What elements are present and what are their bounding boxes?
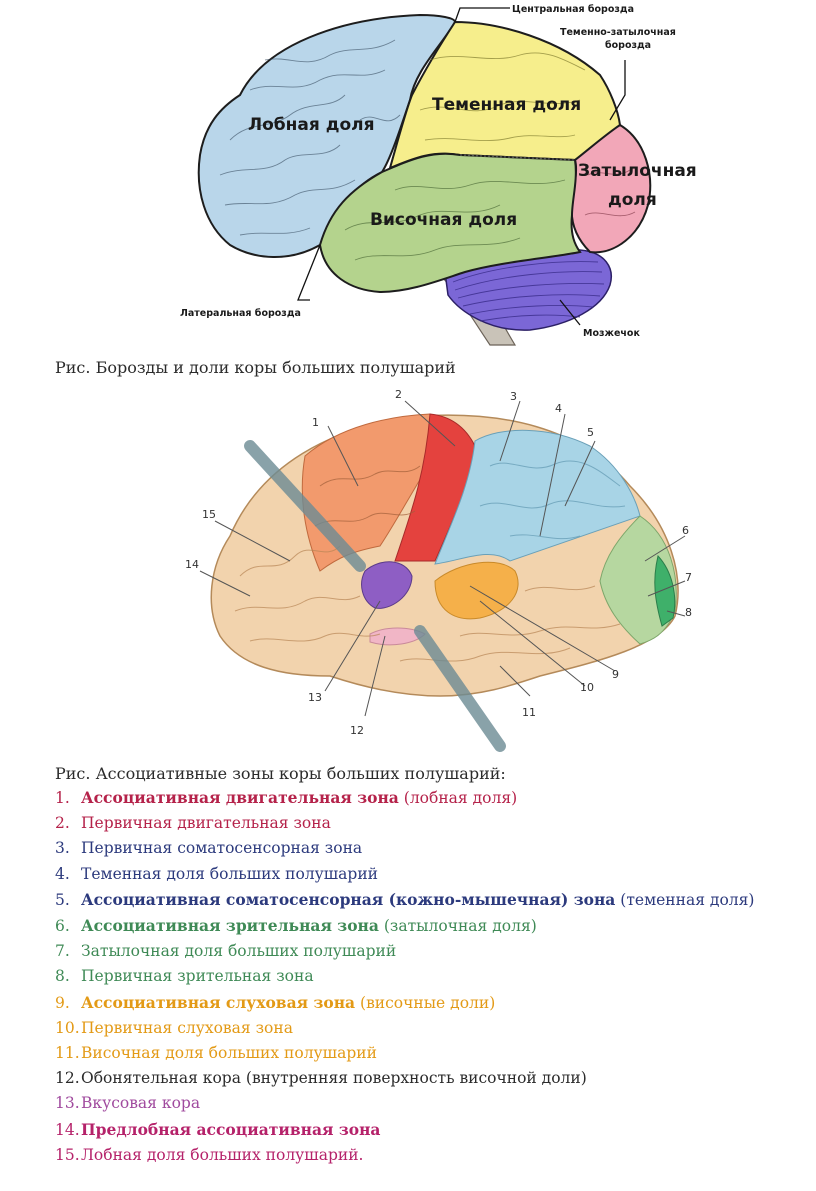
zone-number-6: 6 xyxy=(682,524,689,537)
parietal-lobe-label: Теменная доля xyxy=(432,95,581,115)
temporal-lobe-label: Височная доля xyxy=(370,210,517,230)
occipital-lobe-label: Затылочная xyxy=(578,161,697,181)
legend-item-5: 5.Ассоциативная соматосенсорная (кожно-м… xyxy=(55,889,755,909)
legend-item-9: 9.Ассоциативная слуховая зона (височные … xyxy=(55,992,496,1012)
legend-item-7: 7.Затылочная доля больших полушарий xyxy=(55,942,397,961)
zone-number-12: 12 xyxy=(350,724,364,737)
occipital-lobe-label-2: доля xyxy=(608,190,657,210)
central-sulcus-label: Центральная борозда xyxy=(512,4,634,15)
temporal-lobe-region xyxy=(318,152,582,294)
legend-item-2: 2.Первичная двигательная зона xyxy=(55,814,331,833)
legend-item-6: 6.Ассоциативная зрительная зона (затылоч… xyxy=(55,916,537,936)
legend-item-4: 4.Теменная доля больших полушарий xyxy=(55,864,378,883)
zone-number-10: 10 xyxy=(580,681,594,694)
zone-number-5: 5 xyxy=(587,426,594,439)
legend-item-11: 11.Височная доля больших полушарий xyxy=(55,1044,377,1063)
zone-6-associative-visual xyxy=(599,515,677,645)
zone-number-8: 8 xyxy=(685,606,692,619)
legend-item-13: 13.Вкусовая кора xyxy=(55,1094,201,1113)
legend-item-10: 10.Первичная слуховая зона xyxy=(55,1018,293,1037)
lateral-sulcus-label: Латеральная борозда xyxy=(180,308,301,319)
legend-item-1: 1.Ассоциативная двигательная зона (лобна… xyxy=(55,788,518,807)
zone-13-taste xyxy=(361,561,413,609)
legend-item-8: 8.Первичная зрительная зона xyxy=(55,967,314,986)
zone-number-4: 4 xyxy=(555,402,562,415)
brain-lobes-diagram: Центральная борозда Теменно-затылочная б… xyxy=(180,4,697,346)
zone-number-9: 9 xyxy=(612,668,619,681)
brain-zones-diagram: 1 2 3 4 5 6 7 8 9 10 11 12 13 14 15 xyxy=(185,388,692,752)
figure1-caption: Рис. Борозды и доли коры больших полушар… xyxy=(55,358,456,377)
parietal-temporal-boundary xyxy=(459,154,576,161)
parieto-occipital-sulcus-label-2: борозда xyxy=(605,40,651,51)
zone-number-1: 1 xyxy=(312,416,319,429)
zone-8-primary-visual xyxy=(654,554,676,627)
zones-legend: 1.Ассоциативная двигательная зона (лобна… xyxy=(55,785,795,1168)
zone-number-2: 2 xyxy=(395,388,402,401)
zone-number-11: 11 xyxy=(522,706,536,719)
zone-number-13: 13 xyxy=(308,691,322,704)
zone-number-3: 3 xyxy=(510,390,517,403)
parieto-occipital-sulcus-label: Теменно-затылочная xyxy=(560,27,676,38)
legend-item-3: 3.Первичная соматосенсорная зона xyxy=(55,839,363,858)
zone-3-primary-somatosensory xyxy=(434,429,641,565)
probe-rod-upper xyxy=(244,440,366,572)
figure2-caption: Рис. Ассоциативные зоны коры больших пол… xyxy=(55,764,506,783)
probe-rod-lower xyxy=(414,625,506,752)
cerebellum-label: Мозжечок xyxy=(583,328,640,339)
frontal-lobe-label: Лобная доля xyxy=(248,115,375,135)
zone-number-7: 7 xyxy=(685,571,692,584)
zone-number-15: 15 xyxy=(202,508,216,521)
legend-item-15: 15.Лобная доля больших полушарий. xyxy=(55,1145,364,1164)
legend-item-12: 12.Обонятельная кора (внутренняя поверхн… xyxy=(55,1069,587,1088)
zone-number-14: 14 xyxy=(185,558,199,571)
zone-1-associative-motor xyxy=(301,413,446,572)
legend-item-14: 14.Предлобная ассоциативная зона xyxy=(55,1119,381,1139)
zone-9-associative-auditory xyxy=(434,561,519,620)
